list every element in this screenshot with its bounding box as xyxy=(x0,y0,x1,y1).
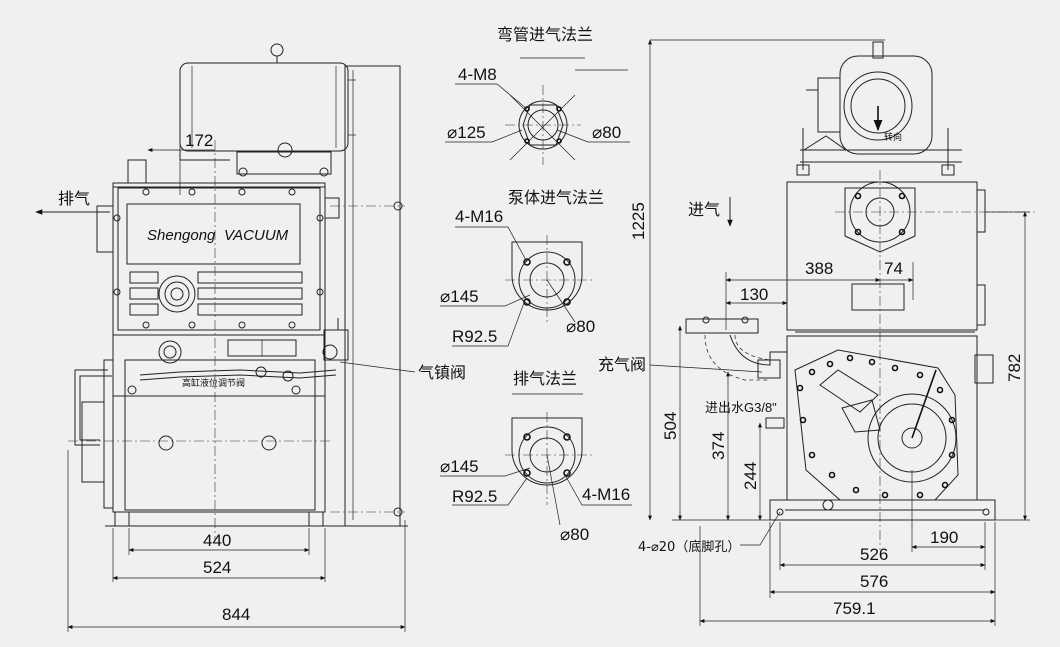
dim-440: 440 xyxy=(128,528,310,555)
side-base xyxy=(769,499,996,521)
side-inlet-elbow xyxy=(685,316,787,429)
svg-text:⌀80: ⌀80 xyxy=(560,525,589,544)
dim-759: 759.1 xyxy=(699,526,996,626)
svg-text:74: 74 xyxy=(884,259,903,278)
dim-576: 576 xyxy=(769,522,996,598)
motor xyxy=(179,43,356,177)
svg-text:782: 782 xyxy=(1005,354,1024,382)
dim-374: 374 xyxy=(709,371,730,521)
svg-text:⌀80: ⌀80 xyxy=(592,123,621,142)
front-view: Shengong VACUUM xyxy=(35,43,466,632)
svg-text:172: 172 xyxy=(185,131,213,150)
dim-388-74: 388 74 xyxy=(725,259,914,330)
gas-ballast-valve-label: 气镇阀 xyxy=(418,363,466,382)
svg-text:190: 190 xyxy=(930,528,958,547)
dim-524: 524 xyxy=(112,528,326,582)
inlet-label: 进气 xyxy=(688,200,720,219)
svg-text:576: 576 xyxy=(860,572,888,591)
dim-1225: 1225 xyxy=(629,39,885,521)
exhaust-label: 排气 xyxy=(58,189,90,208)
svg-text:泵体进气法兰: 泵体进气法兰 xyxy=(508,188,604,207)
svg-text:844: 844 xyxy=(222,605,250,624)
dim-526: 526 xyxy=(779,522,986,570)
svg-text:弯管进气法兰: 弯管进气法兰 xyxy=(497,25,593,44)
svg-text:374: 374 xyxy=(709,432,728,460)
svg-text:759.1: 759.1 xyxy=(833,599,876,618)
svg-text:388: 388 xyxy=(805,259,833,278)
side-lower-body xyxy=(786,335,994,511)
svg-text:⌀145: ⌀145 xyxy=(440,457,479,476)
svg-text:526: 526 xyxy=(860,545,888,564)
dim-504: 504 xyxy=(661,325,682,521)
dim-244: 244 xyxy=(741,422,762,521)
elbow-inlet-flange: 弯管进气法兰 4-M8 ⌀125 ⌀80 xyxy=(445,25,630,165)
svg-text:4-M8: 4-M8 xyxy=(458,65,497,84)
svg-text:4-M16: 4-M16 xyxy=(582,485,630,504)
svg-text:1225: 1225 xyxy=(629,202,648,240)
brand-name: Shengong xyxy=(147,227,216,244)
exhaust-flange: 排气法兰 ⌀145 R92.5 4-M16 ⌀80 xyxy=(440,369,632,544)
brand-product: VACUUM xyxy=(224,227,289,244)
foot-holes-label: 4-⌀20（底脚孔） xyxy=(638,539,740,555)
svg-text:R92.5: R92.5 xyxy=(452,327,497,346)
side-motor: 转向 xyxy=(796,41,962,176)
oil-level-valve-label: 高缸液位调节阀 xyxy=(182,377,245,388)
svg-text:524: 524 xyxy=(203,558,231,577)
pump-inlet-flange: 泵体进气法兰 4-M16 ⌀145 R92.5 ⌀80 xyxy=(440,188,604,347)
upper-body: Shengong VACUUM xyxy=(96,159,326,336)
dim-130: 130 xyxy=(725,285,788,305)
dim-844: 844 xyxy=(67,450,406,632)
svg-text:转向: 转向 xyxy=(884,131,902,142)
svg-text:4-M16: 4-M16 xyxy=(455,207,503,226)
svg-text:130: 130 xyxy=(740,285,768,304)
svg-text:⌀80: ⌀80 xyxy=(566,317,595,336)
dim-172: 172 xyxy=(147,126,215,195)
fill-valve-label: 充气阀 xyxy=(598,355,646,374)
svg-text:440: 440 xyxy=(203,531,231,550)
svg-text:504: 504 xyxy=(661,412,680,440)
svg-text:⌀145: ⌀145 xyxy=(440,287,479,306)
water-port-label: 进出水G3/8" xyxy=(705,400,777,415)
side-upper-body xyxy=(786,170,1035,550)
lower-body: 高缸液位调节阀 xyxy=(68,318,408,527)
side-view: 转向 xyxy=(598,39,1035,626)
svg-text:R92.5: R92.5 xyxy=(452,487,497,506)
svg-text:244: 244 xyxy=(741,462,760,490)
dim-190: 190 xyxy=(911,470,986,552)
svg-text:排气法兰: 排气法兰 xyxy=(513,369,577,388)
dim-782: 782 xyxy=(985,211,1030,521)
svg-text:⌀125: ⌀125 xyxy=(447,123,486,142)
